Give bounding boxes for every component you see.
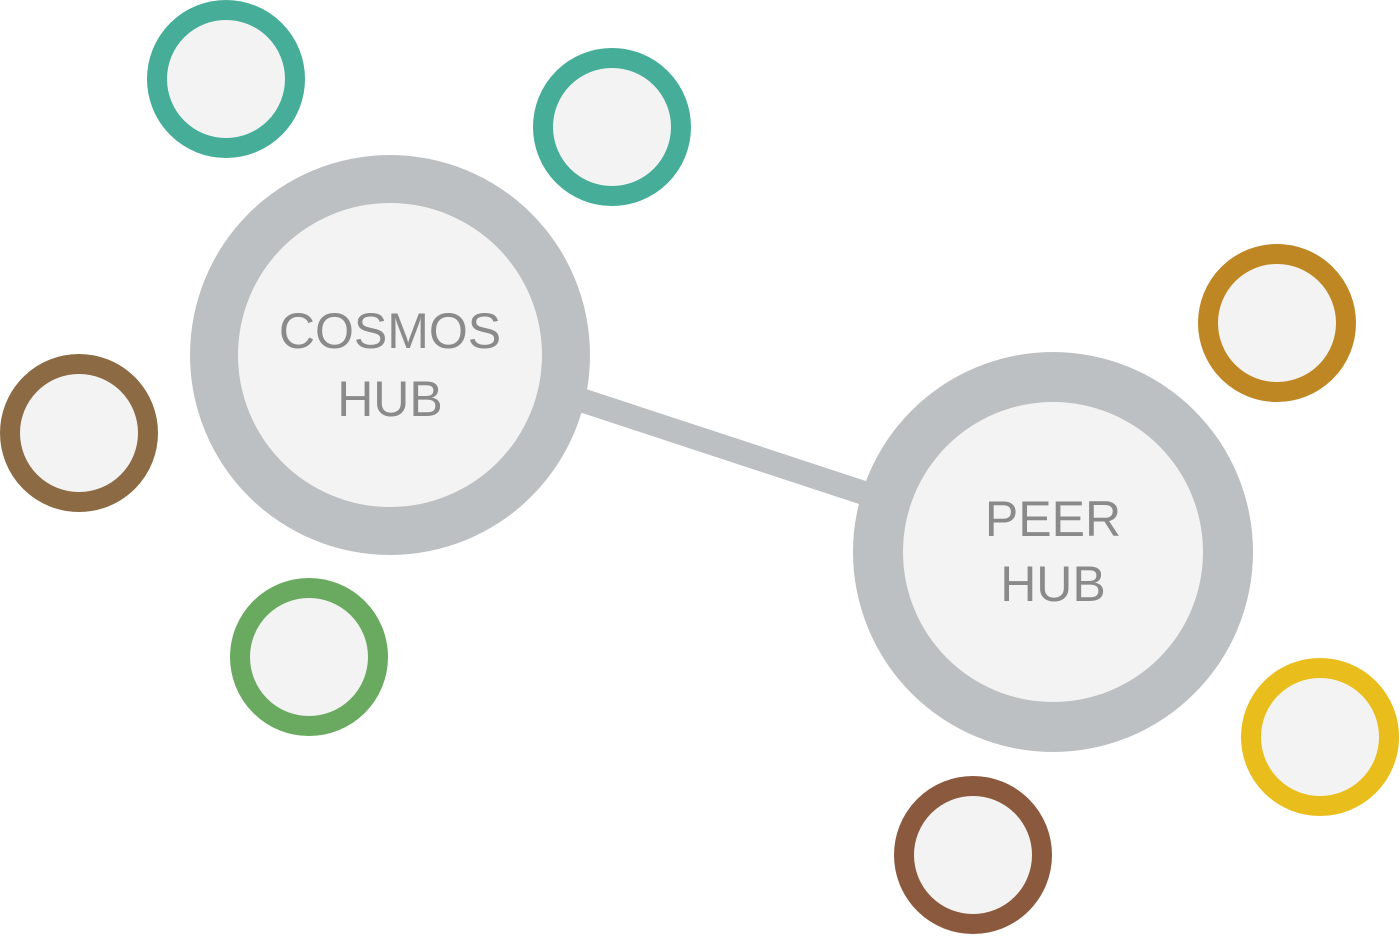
cosmos-hub-inner: [238, 203, 542, 507]
cosmos-hub[interactable]: COSMOS HUB: [190, 155, 590, 555]
peer-hub[interactable]: PEER HUB: [853, 352, 1253, 752]
peer-satellite-right[interactable]: [1241, 658, 1399, 816]
peer-hub-label-line1: PEER: [985, 491, 1121, 547]
peer-hub-label-line2: HUB: [1000, 556, 1106, 612]
cosmos-satellite-left[interactable]: [0, 354, 158, 512]
hub-connector-line: [571, 386, 874, 507]
cosmos-satellite-bottom[interactable]: [230, 578, 388, 736]
cosmos-satellite-top-left[interactable]: [147, 0, 305, 158]
peer-satellite-top-right[interactable]: [1198, 244, 1356, 402]
peer-satellite-bottom[interactable]: [894, 776, 1052, 934]
cosmos-satellite-top-right[interactable]: [533, 48, 691, 206]
cosmos-hub-label-line1: COSMOS: [279, 303, 501, 359]
peer-hub-inner: [903, 402, 1203, 702]
cosmos-hub-label-line2: HUB: [337, 371, 443, 427]
